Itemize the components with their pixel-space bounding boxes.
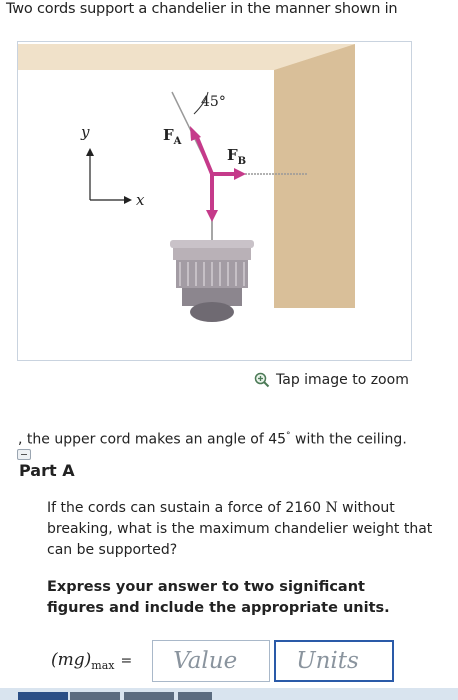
angle-arc: [193, 91, 209, 115]
value-input[interactable]: Value: [152, 640, 271, 682]
angle-label: 45°: [201, 94, 226, 110]
answer-row: (mg)max= Value Units: [51, 638, 395, 684]
toolbar-button-units[interactable]: [70, 692, 120, 700]
axis-y-label: y: [80, 123, 90, 141]
tap-to-zoom[interactable]: Tap image to zoom: [254, 372, 409, 388]
figure-drawing: 45° FA FB y x: [18, 44, 355, 322]
ceiling-face: [18, 44, 355, 70]
chandelier-figure[interactable]: 45° FA FB y x: [17, 41, 412, 361]
force-arrows: [190, 126, 246, 222]
answer-toolbar: [0, 688, 458, 700]
zoom-label: Tap image to zoom: [276, 372, 409, 388]
part-title: Part A: [19, 461, 75, 480]
answer-label: (mg)max=: [51, 650, 133, 672]
chandelier: [170, 240, 254, 322]
coordinate-axes: [86, 148, 132, 204]
collapse-part-icon[interactable]: [17, 449, 31, 460]
toolbar-button-more[interactable]: [178, 692, 212, 700]
problem-statement: , the upper cord makes an angle of 45° w…: [18, 431, 407, 448]
problem-intro: Two cords support a chandelier in the ma…: [6, 1, 398, 17]
answer-instruction: Express your answer to two significant f…: [47, 579, 390, 616]
toolbar-button-format[interactable]: [124, 692, 174, 700]
axis-x-label: x: [136, 191, 145, 209]
units-input[interactable]: Units: [274, 640, 395, 682]
force-b-label: FB: [227, 146, 246, 167]
force-a-label: FA: [163, 126, 182, 147]
part-question: If the cords can sustain a force of 2160…: [47, 500, 433, 558]
zoom-in-icon: [254, 372, 270, 388]
wall-shadow: [274, 44, 355, 308]
toolbar-button-templates[interactable]: [18, 692, 68, 700]
